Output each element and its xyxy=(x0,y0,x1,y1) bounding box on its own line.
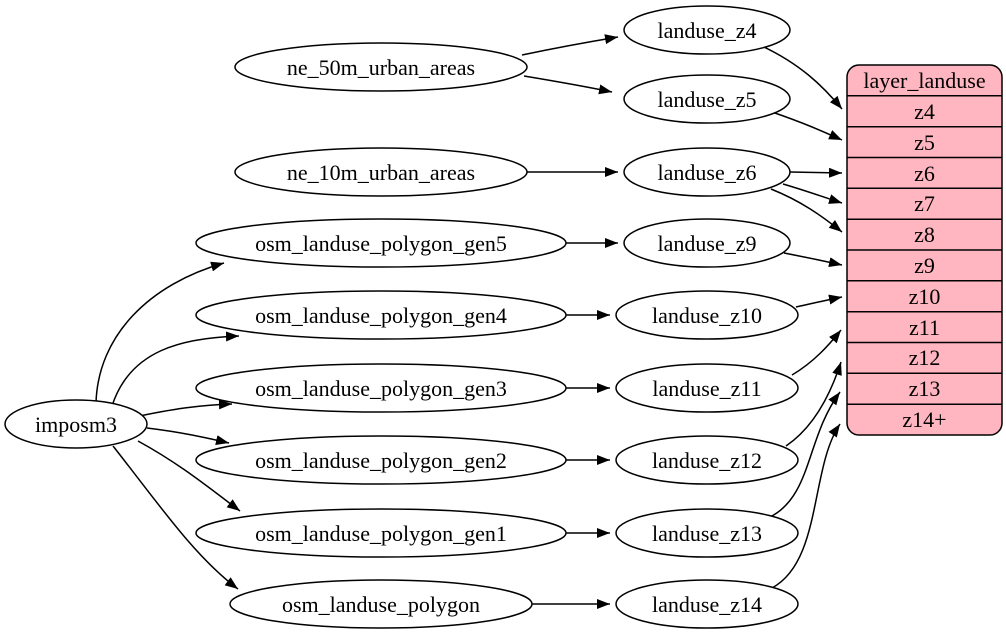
record-row-z7: z7 xyxy=(914,191,935,216)
osm_landuse_polygon_gen1-ellipse xyxy=(195,508,567,558)
landuse_z13-ellipse xyxy=(615,508,799,558)
edge-landuse_z4-to-row-z4 xyxy=(761,45,843,110)
record-row-z9: z9 xyxy=(914,253,935,278)
osm_landuse_polygon_gen2-label: osm_landuse_polygon_gen2 xyxy=(255,448,507,473)
node-landuse_z5: landuse_z5 xyxy=(623,74,791,124)
node-ne_50m_urban_areas: ne_50m_urban_areas xyxy=(234,42,528,92)
record-row-z14plus: z14+ xyxy=(902,407,946,432)
osm_landuse_polygon-ellipse xyxy=(229,579,533,629)
osm_landuse_polygon_gen5-ellipse xyxy=(195,218,567,268)
landuse_z10-label: landuse_z10 xyxy=(652,303,762,328)
edge-landuse_z12-to-row-z12 xyxy=(785,361,842,447)
record-row-z13: z13 xyxy=(909,376,941,401)
edge-imposm3-to-osm_landuse_polygon_gen3 xyxy=(134,399,233,418)
landuse_z4-ellipse xyxy=(623,5,791,55)
ne_10m_urban_areas-ellipse xyxy=(234,147,528,197)
landuse_z5-ellipse xyxy=(623,74,791,124)
landuse_z6-ellipse xyxy=(623,147,791,197)
edge-landuse_z10-to-row-z10 xyxy=(795,294,843,308)
node-osm_landuse_polygon_gen2: osm_landuse_polygon_gen2 xyxy=(195,435,567,485)
edge-imposm3-to-osm_landuse_polygon_gen1 xyxy=(137,440,241,512)
edge-imposm3-to-osm_landuse_polygon_gen2 xyxy=(146,427,230,445)
imposm3-ellipse xyxy=(4,399,148,449)
imposm3-label: imposm3 xyxy=(35,412,117,437)
edge-ne_50m_urban_areas-to-landuse_z4 xyxy=(521,34,619,56)
edge-landuse_z6-to-row-z8 xyxy=(770,188,843,233)
edge-landuse_z14-to-row-z14plus xyxy=(771,423,841,589)
landuse_z10-ellipse xyxy=(615,290,799,340)
osm_landuse_polygon_gen4-ellipse xyxy=(195,290,567,340)
node-osm_landuse_polygon_gen4: osm_landuse_polygon_gen4 xyxy=(195,290,567,340)
osm_landuse_polygon_gen2-ellipse xyxy=(195,435,567,485)
record-row-z12: z12 xyxy=(909,345,941,370)
osm_landuse_polygon-label: osm_landuse_polygon xyxy=(282,592,480,617)
osm_landuse_polygon_gen1-label: osm_landuse_polygon_gen1 xyxy=(255,521,507,546)
layer_landuse-title: layer_landuse xyxy=(863,68,985,93)
node-osm_landuse_polygon_gen1: osm_landuse_polygon_gen1 xyxy=(195,508,567,558)
edge-imposm3-to-osm_landuse_polygon_gen4 xyxy=(111,331,240,407)
record-row-z10: z10 xyxy=(909,284,941,309)
node-landuse_z12: landuse_z12 xyxy=(615,435,799,485)
landuse_z14-label: landuse_z14 xyxy=(652,592,762,617)
landuse_z14-ellipse xyxy=(615,579,799,629)
landuse_z9-label: landuse_z9 xyxy=(658,231,757,256)
record-row-z5: z5 xyxy=(914,130,935,155)
edge-landuse_z13-to-row-z13 xyxy=(769,391,841,518)
node-landuse_z13: landuse_z13 xyxy=(615,508,799,558)
osm_landuse_polygon_gen4-label: osm_landuse_polygon_gen4 xyxy=(255,303,507,328)
node-osm_landuse_polygon_gen5: osm_landuse_polygon_gen5 xyxy=(195,218,567,268)
landuse_z6-label: landuse_z6 xyxy=(658,160,757,185)
landuse_z4-label: landuse_z4 xyxy=(658,18,757,43)
landuse_z9-ellipse xyxy=(623,218,791,268)
ne_50m_urban_areas-ellipse xyxy=(234,42,528,92)
ne_50m_urban_areas-label: ne_50m_urban_areas xyxy=(287,55,475,80)
node-landuse_z11: landuse_z11 xyxy=(615,363,799,413)
node-layer_landuse: layer_landuse z4 z5 z6 z7 z8 z9 z10 z11 … xyxy=(846,64,1003,436)
landuse_z12-ellipse xyxy=(615,435,799,485)
edge-landuse_z9-to-row-z9 xyxy=(783,252,843,268)
osm_landuse_polygon_gen3-ellipse xyxy=(195,363,567,413)
landuse_z13-label: landuse_z13 xyxy=(652,521,762,546)
ne_10m_urban_areas-label: ne_10m_urban_areas xyxy=(287,160,475,185)
edge-landuse_z6-to-row-z7 xyxy=(782,183,843,204)
node-osm_landuse_polygon_gen3: osm_landuse_polygon_gen3 xyxy=(195,363,567,413)
record-row-z8: z8 xyxy=(914,222,935,247)
node-ne_10m_urban_areas: ne_10m_urban_areas xyxy=(234,147,528,197)
node-landuse_z9: landuse_z9 xyxy=(623,218,791,268)
record-row-z6: z6 xyxy=(914,161,935,186)
landuse_z5-label: landuse_z5 xyxy=(658,87,757,112)
node-landuse_z10: landuse_z10 xyxy=(615,290,799,340)
node-landuse_z4: landuse_z4 xyxy=(623,5,791,55)
edge-landuse_z11-to-row-z11 xyxy=(791,329,842,376)
record-row-z11: z11 xyxy=(909,315,940,340)
edge-imposm3-to-osm_landuse_polygon xyxy=(112,445,239,590)
record-row-z4: z4 xyxy=(914,99,935,124)
osm_landuse_polygon_gen3-label: osm_landuse_polygon_gen3 xyxy=(255,376,507,401)
osm_landuse_polygon_gen5-label: osm_landuse_polygon_gen5 xyxy=(255,231,507,256)
edge-group xyxy=(95,34,843,609)
edge-imposm3-to-osm_landuse_polygon_gen5 xyxy=(95,261,225,404)
node-imposm3: imposm3 xyxy=(4,399,148,449)
edge-landuse_z6-to-row-z6 xyxy=(789,167,843,178)
landuse_z11-ellipse xyxy=(615,363,799,413)
node-landuse_z14: landuse_z14 xyxy=(615,579,799,629)
edge-ne_50m_urban_areas-to-landuse_z5 xyxy=(523,75,613,95)
edge-landuse_z5-to-row-z5 xyxy=(771,111,843,141)
landuse_z12-label: landuse_z12 xyxy=(652,448,762,473)
node-landuse_z6: landuse_z6 xyxy=(623,147,791,197)
node-osm_landuse_polygon: osm_landuse_polygon xyxy=(229,579,533,629)
landuse_z11-label: landuse_z11 xyxy=(652,376,761,401)
